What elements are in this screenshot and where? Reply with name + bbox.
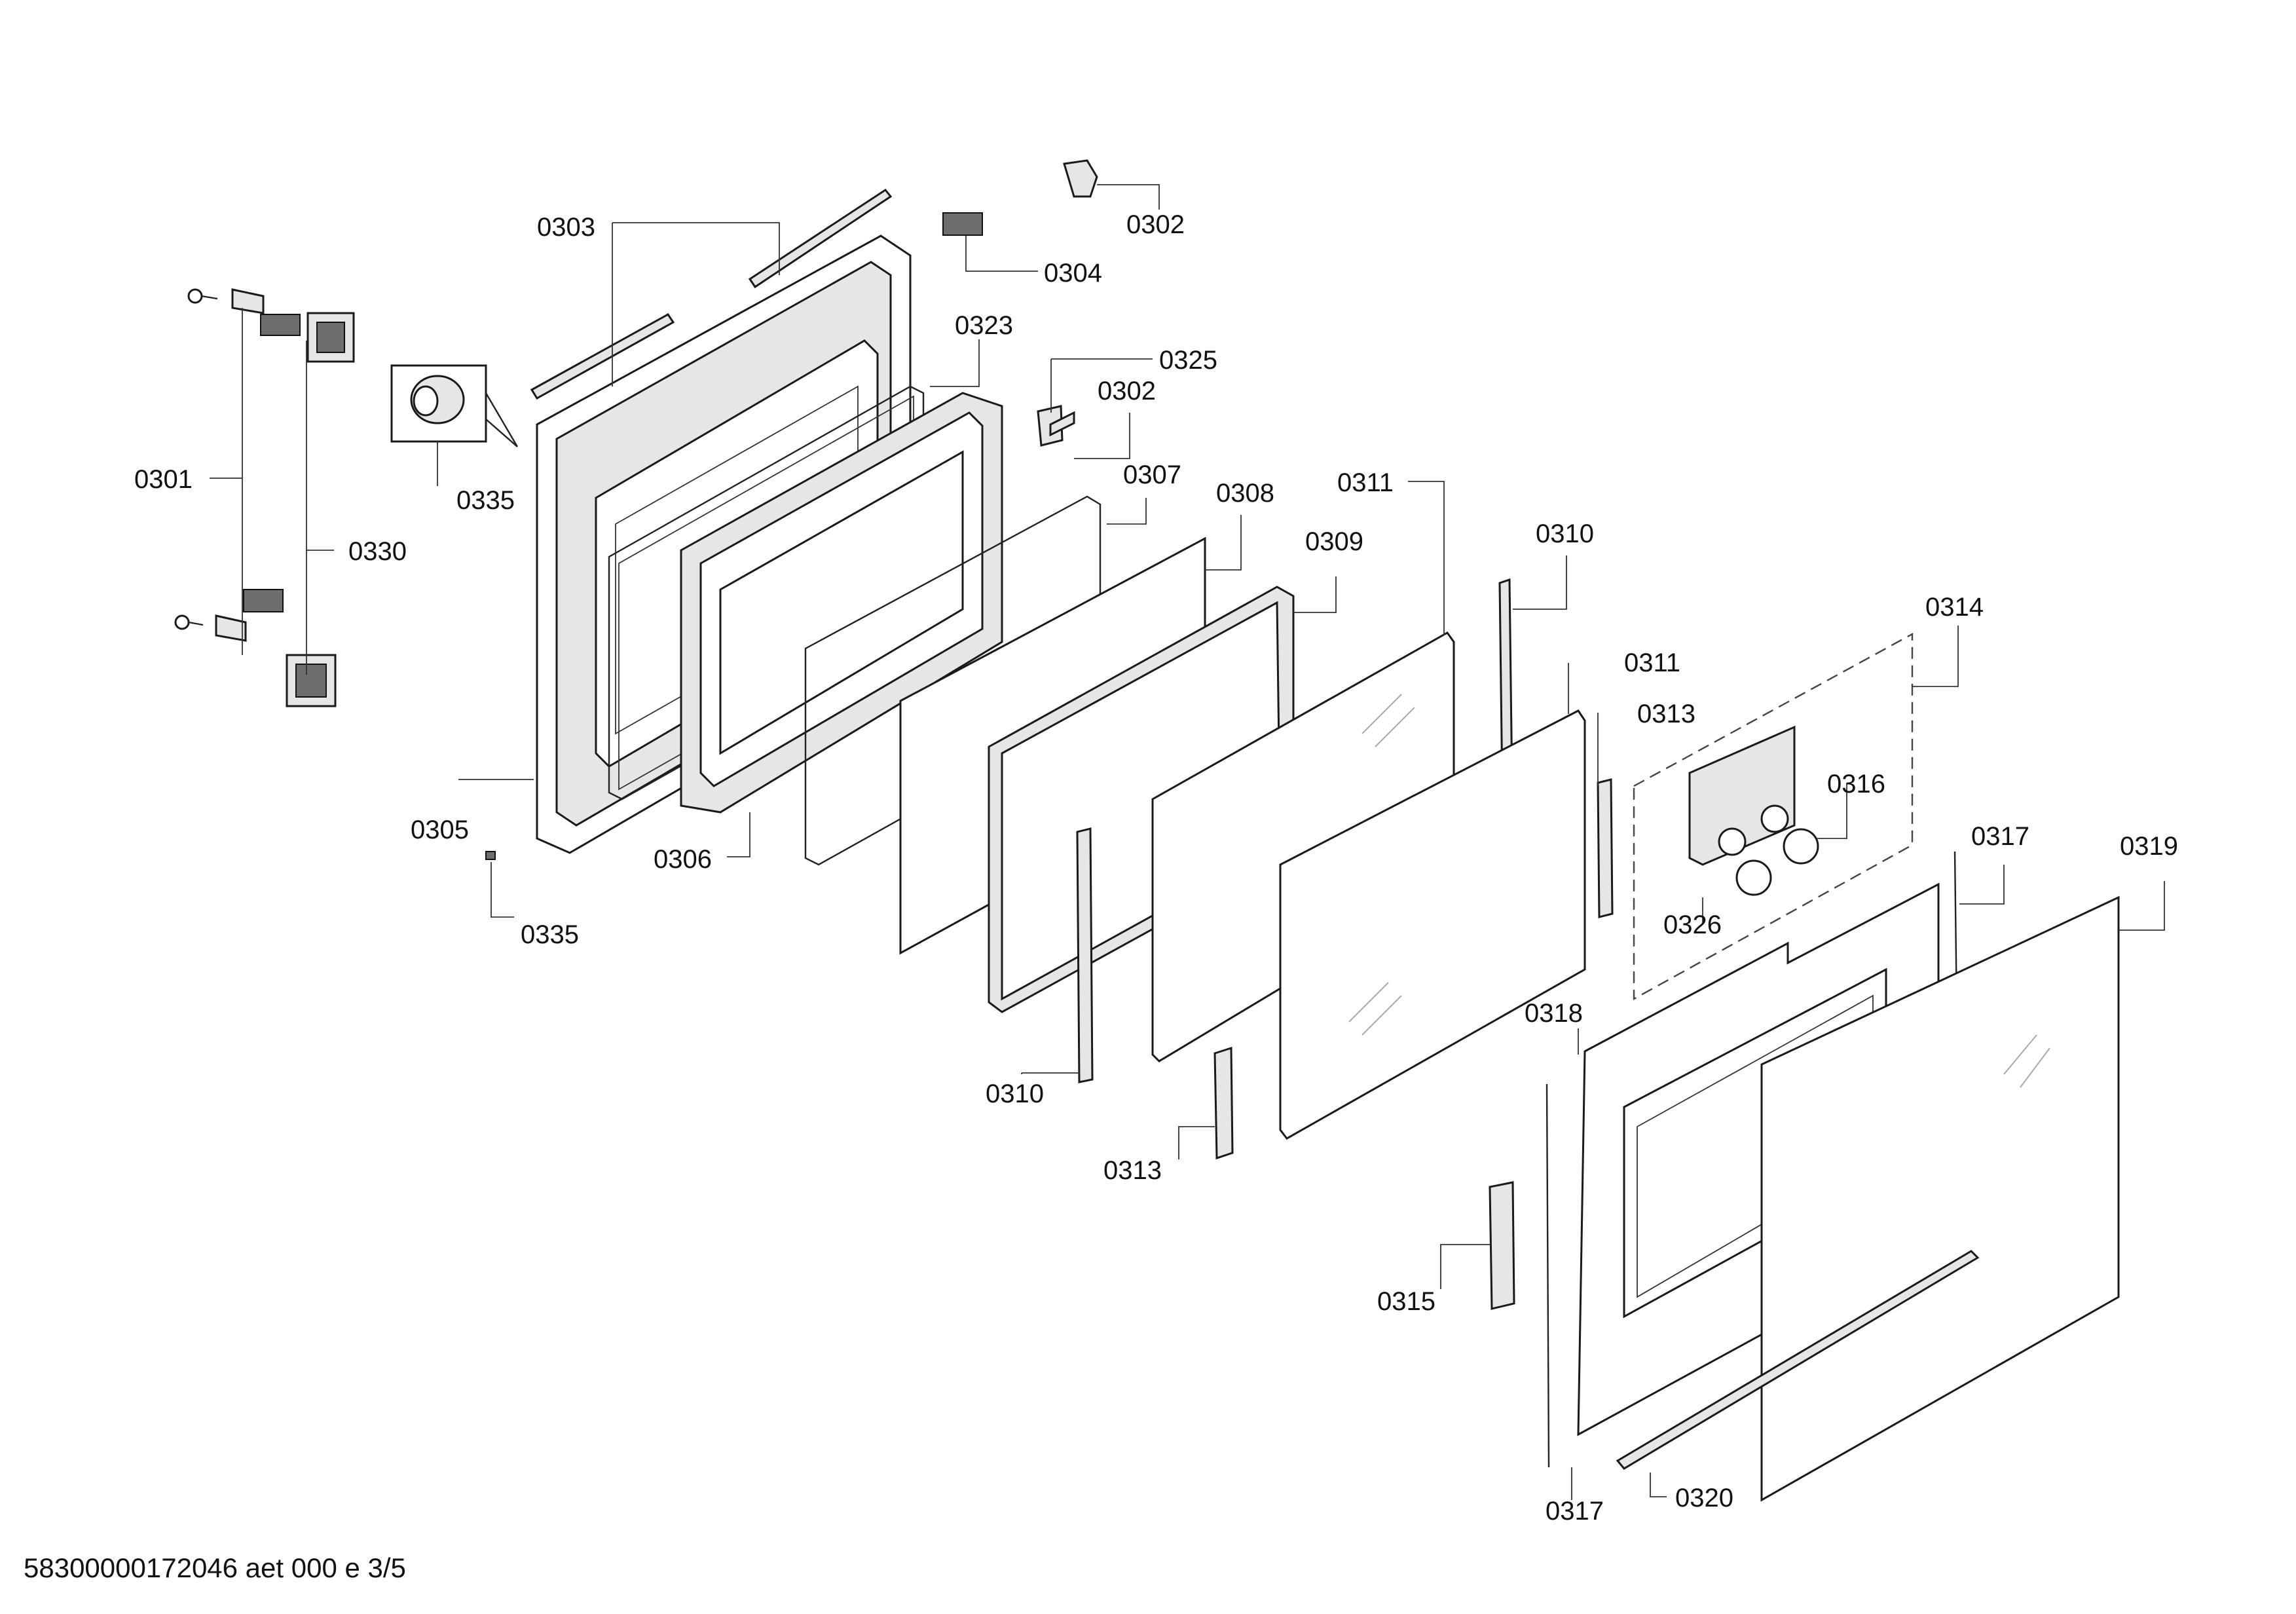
callout-label: 0319: [2120, 832, 2178, 861]
callout-label: 0335: [521, 920, 579, 949]
callout-label: 0313: [1637, 700, 1695, 728]
callout-label: 0320: [1675, 1484, 1733, 1512]
middle-glass-pane-part: [1151, 631, 1586, 1140]
callout-label: 0304: [1044, 259, 1102, 288]
bushing-part: [390, 364, 519, 860]
callout-label: 0335: [456, 486, 515, 515]
callout-label: 0302: [1098, 377, 1156, 405]
callout-label: 0308: [1216, 479, 1274, 508]
hinge-cover-part: [286, 312, 355, 707]
control-module-group: [1633, 632, 1914, 1001]
callout-label: 0313: [1103, 1156, 1162, 1185]
callout-label: 0330: [348, 537, 407, 566]
trim-strip-part: [530, 188, 893, 400]
callout-labels: 0301 0330 0303 0302 0304 0323 0325 0302 …: [134, 210, 2178, 1526]
leader-lines: [210, 184, 2165, 1500]
callout-label: 0315: [1377, 1287, 1435, 1316]
callout-label: 0305: [411, 816, 469, 844]
callout-label: 0307: [1123, 460, 1181, 489]
outer-glass-part: [1760, 895, 2120, 1502]
callout-label: 0303: [537, 213, 595, 242]
callout-label: 0302: [1126, 210, 1185, 239]
callout-label: 0306: [654, 845, 712, 874]
bottom-strip-part: [1616, 1250, 1980, 1470]
inner-glass-frame-part: [680, 392, 1003, 814]
clip-part: [942, 159, 1098, 447]
callout-label: 0301: [134, 465, 193, 494]
callout-label: 0314: [1925, 593, 1984, 622]
callout-label: 0326: [1663, 910, 1722, 939]
callout-label: 0311: [1337, 468, 1394, 497]
callout-label: 0310: [1536, 519, 1594, 548]
hinge-assembly-part: [174, 288, 301, 642]
callout-label: 0316: [1827, 770, 1885, 798]
callout-label: 0317: [1971, 822, 2029, 851]
callout-label: 0323: [955, 311, 1013, 340]
control-knob-part: [1735, 828, 1819, 896]
handle-part: [1489, 1181, 1515, 1310]
callout-label: 0311: [1624, 648, 1680, 677]
callout-label: 0310: [986, 1079, 1044, 1108]
callout-label: 0309: [1305, 527, 1363, 556]
document-id: 58300000172046 aet 000 e 3/5: [24, 1552, 406, 1583]
callout-label: 0325: [1159, 346, 1217, 375]
profile-clip-part: [1213, 778, 1614, 1160]
callout-label: 0317: [1546, 1497, 1604, 1526]
callout-label: 0318: [1525, 999, 1583, 1028]
